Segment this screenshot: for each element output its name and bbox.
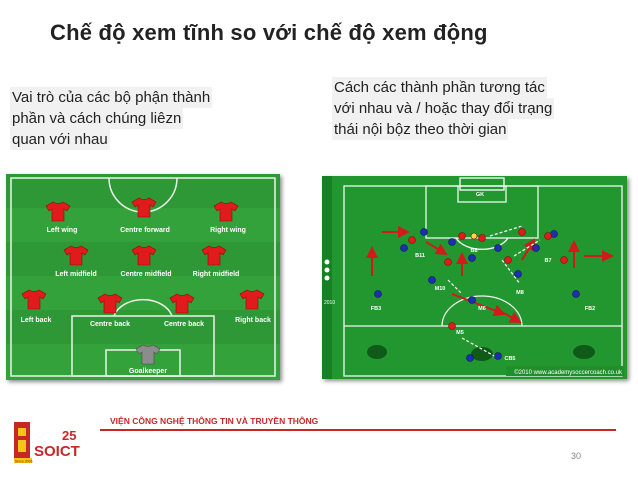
tactics-sidebar <box>322 176 332 379</box>
position-label: Left wing <box>47 227 78 234</box>
text-line: Cách các thành phần tương tác <box>332 77 547 98</box>
player-label: M5 <box>456 330 464 336</box>
position-label: Centre forward <box>120 227 170 234</box>
dynamic-view-description: Cách các thành phần tương tác với nhau v… <box>332 77 612 140</box>
run-arrows <box>366 226 614 323</box>
text-line: với nhau và / hoặc thay đổi trạng <box>332 98 555 119</box>
player-labels: B11 B8 B7 M10 M6 M8 FB3 FB2 M5 CB5 GK <box>371 192 595 362</box>
turf-shadows <box>367 345 595 361</box>
institute-name: VIỆN CÔNG NGHỆ THÔNG TIN VÀ TRUYỀN THÔNG <box>110 416 319 426</box>
tactics-diagram: 2010 B11 B8 B7 M10 <box>322 176 627 379</box>
player-label: B7 <box>544 258 551 264</box>
player-label: B8 <box>470 248 477 254</box>
sidebar-text: 2010 <box>324 300 335 306</box>
text-line: thái nội bộz theo thời gian <box>332 119 509 140</box>
player-label: M8 <box>516 290 524 296</box>
goal <box>459 177 505 191</box>
position-label: Right back <box>235 317 271 324</box>
formation-diagram: Left wing Centre forward Right wing Left… <box>6 174 280 380</box>
player-label: FB2 <box>585 306 595 312</box>
blue-players <box>374 228 580 362</box>
soict-logo: 25 SOICT Since 2006 <box>14 422 80 464</box>
text-line: quan với nhau <box>10 129 110 150</box>
position-label: Right midfield <box>193 271 240 278</box>
player-label: FB3 <box>371 306 381 312</box>
player-label: M10 <box>435 286 446 292</box>
player-label: GK <box>476 192 484 198</box>
logo-badge: Since 2006 <box>15 460 33 464</box>
copyright-bg <box>506 366 624 376</box>
player-label: B11 <box>415 253 425 259</box>
pitch-markings <box>343 185 623 377</box>
position-label: Centre midfield <box>121 271 172 278</box>
position-label: Centre back <box>90 321 130 328</box>
position-label: Left midfield <box>55 271 97 278</box>
text-line: Vai trò của các bộ phận thành <box>10 87 213 108</box>
player-label: CB5 <box>504 356 515 362</box>
position-label: Goalkeeper <box>129 368 167 375</box>
logo-text: SOICT <box>34 443 80 460</box>
player-label: M6 <box>478 306 486 312</box>
page-number: 30 <box>571 451 582 461</box>
logo-number: 25 <box>62 428 76 443</box>
static-view-description: Vai trò của các bộ phận thành phần và cá… <box>10 87 278 150</box>
position-label: Right wing <box>210 227 246 234</box>
position-label: Left back <box>21 317 52 324</box>
slide-title: Chế độ xem tĩnh so với chế độ xem động <box>50 20 488 45</box>
text-line: phần và cách chúng liêzn <box>10 108 184 129</box>
position-label: Centre back <box>164 321 204 328</box>
footer-divider <box>100 429 616 431</box>
copyright-text: ©2010 www.academysoccercoach.co.uk <box>514 369 623 376</box>
pass-lines <box>447 225 541 359</box>
red-players <box>408 228 568 330</box>
